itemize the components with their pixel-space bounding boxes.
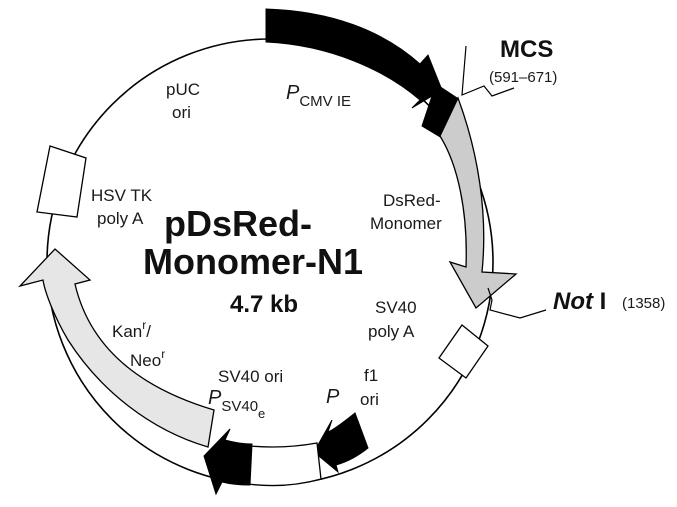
hsv-tk-polya-box — [36, 145, 87, 218]
mcs-leader-line — [461, 45, 515, 97]
f1-p-promoter-arrow — [313, 412, 369, 474]
psv40e-label: PSV40e — [208, 387, 265, 421]
plasmid-name-line2: Monomer-N1 — [143, 241, 363, 282]
puc-ori-label-line2: ori — [172, 103, 191, 122]
dsred-label-line2: Monomer — [370, 214, 442, 233]
f1-ori-label-line1: f1 — [364, 366, 378, 385]
pcmv-label: PCMV IE — [286, 82, 351, 110]
neo-label: Neor — [130, 347, 165, 370]
pcmv-promoter-arrow — [265, 8, 443, 109]
puc-ori-label-line1: pUC — [166, 80, 200, 99]
hsv-tk-label-line1: HSV TK — [91, 186, 153, 205]
kan-neo-arrow — [17, 248, 215, 448]
noti-leader-line — [487, 287, 547, 319]
dsred-label-line1: DsRed- — [383, 191, 441, 210]
dsred-monomer-arrow — [439, 96, 518, 310]
f1-ori-label-line2: ori — [360, 390, 379, 409]
sv40-ori-region — [247, 442, 322, 487]
hsv-tk-label-line2: poly A — [97, 209, 144, 228]
sv40-polya-label-line2: poly A — [368, 322, 415, 341]
mcs-range: (591–671) — [489, 69, 557, 86]
noti-label: Not I — [553, 288, 606, 315]
mcs-label: MCS — [500, 36, 553, 63]
kan-label: Kanr/ — [112, 318, 151, 341]
plasmid-name-line1: pDsRed- — [164, 203, 312, 244]
sv40-polya-label-line1: SV40 — [375, 298, 417, 317]
f1-p-label: P — [326, 386, 340, 408]
sv40-ori-label: SV40 ori — [218, 367, 283, 386]
noti-position: (1358) — [622, 295, 665, 312]
plasmid-size: 4.7 kb — [230, 291, 298, 318]
sv40-polya-box — [438, 324, 489, 379]
psv40e-promoter-arrow — [203, 428, 253, 496]
